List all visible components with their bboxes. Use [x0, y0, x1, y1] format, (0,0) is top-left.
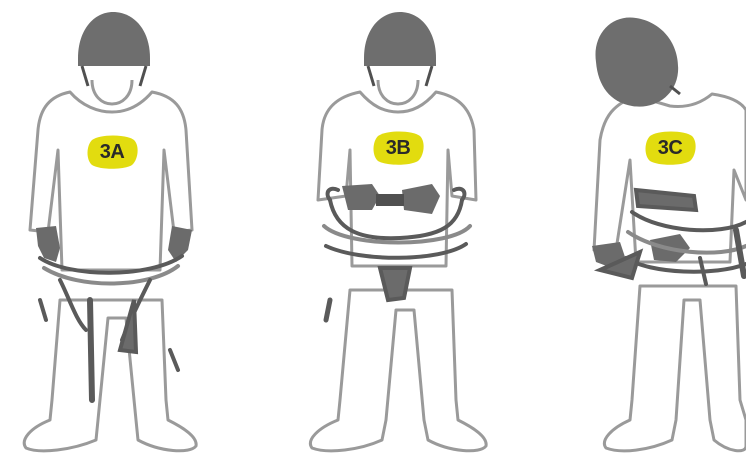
- legs: [604, 286, 746, 451]
- helmet-icon: [595, 17, 680, 106]
- step-badge-3b: 3B: [372, 130, 424, 166]
- panel-3b: [310, 12, 486, 451]
- helmet-icon: [78, 12, 150, 86]
- face: [92, 80, 132, 104]
- step-badge-3a: 3A: [86, 134, 138, 170]
- buckle-icon: [376, 194, 404, 206]
- face: [378, 80, 418, 104]
- panel-3a: [24, 12, 196, 451]
- legs: [24, 300, 196, 451]
- legs: [310, 290, 486, 451]
- helmet-icon: [364, 12, 436, 86]
- panel-3c: [592, 17, 746, 450]
- step-badge-3c: 3C: [644, 130, 696, 166]
